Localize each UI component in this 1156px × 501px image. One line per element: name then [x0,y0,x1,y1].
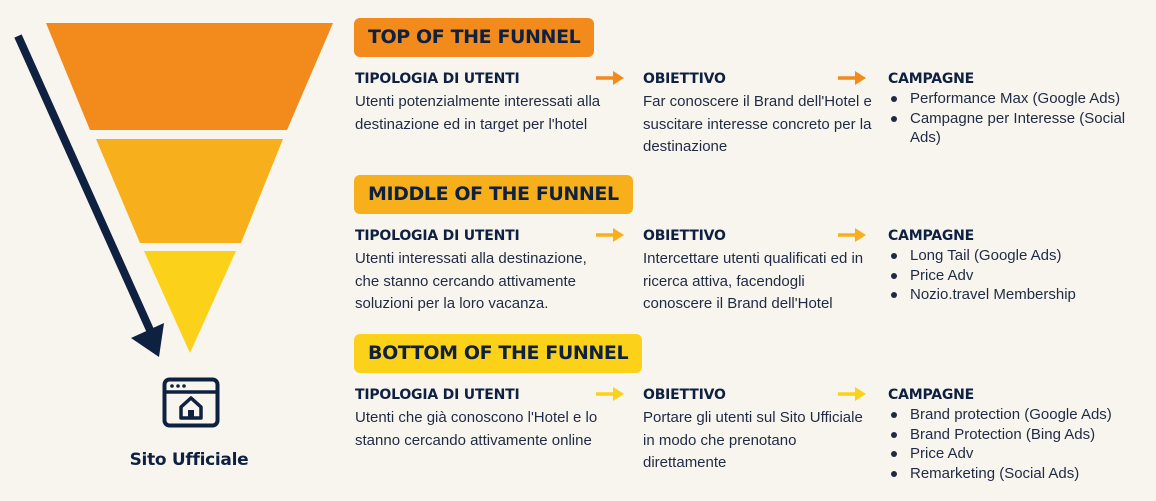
right-arrow-icon [596,228,624,242]
stage-title: BOTTOM OF THE FUNNEL [354,334,643,373]
campaign-item: Campagne per Interesse (Social Ads) [888,109,1153,148]
campaigns-heading: CAMPAGNE [888,228,975,244]
objective-heading: OBIETTIVO [643,228,726,244]
users-heading: TIPOLOGIA DI UTENTI [355,228,520,244]
campaign-item: Brand protection (Google Ads) [888,405,1153,425]
website-home-icon [162,377,220,428]
campaigns-list: Performance Max (Google Ads) Campagne pe… [888,89,1153,148]
campaigns-column: CAMPAGNE Performance Max (Google Ads) Ca… [888,70,1153,148]
campaign-item: Nozio.travel Membership [888,285,1153,305]
stage-middle: MIDDLE OF THE FUNNEL TIPOLOGIA DI UTENTI… [354,175,1154,325]
users-column: TIPOLOGIA DI UTENTI Utenti che già conos… [355,386,605,452]
objective-column: OBIETTIVO Intercettare utenti qualificat… [643,227,875,316]
campaign-item: Brand Protection (Bing Ads) [888,425,1153,445]
stage-bottom: BOTTOM OF THE FUNNEL TIPOLOGIA DI UTENTI… [354,334,1154,484]
users-text: Utenti interessati alla destinazione, ch… [355,250,587,312]
objective-text: Far conoscere il Brand dell'Hotel e susc… [643,93,872,155]
campaigns-heading: CAMPAGNE [888,71,975,87]
campaign-item: Price Adv [888,266,1153,286]
users-heading: TIPOLOGIA DI UTENTI [355,71,520,87]
campaign-item: Remarketing (Social Ads) [888,464,1153,484]
funnel-middle-tier [96,139,283,243]
funnel-bottom-tier [144,251,236,353]
users-text: Utenti potenzialmente interessati alla d… [355,93,601,133]
objective-heading: OBIETTIVO [643,387,726,403]
campaigns-column: CAMPAGNE Long Tail (Google Ads) Price Ad… [888,227,1153,305]
campaigns-column: CAMPAGNE Brand protection (Google Ads) B… [888,386,1153,483]
right-arrow-icon [838,71,866,85]
objective-column: OBIETTIVO Portare gli utenti sul Sito Uf… [643,386,875,475]
right-arrow-icon [838,387,866,401]
right-arrow-icon [838,228,866,242]
funnel-top-tier [46,23,333,130]
objective-text: Intercettare utenti qualificati ed in ri… [643,250,864,312]
campaigns-heading: CAMPAGNE [888,387,975,403]
campaigns-list: Long Tail (Google Ads) Price Adv Nozio.t… [888,246,1153,305]
users-text: Utenti che già conoscono l'Hotel e lo st… [355,409,598,449]
objective-text: Portare gli utenti sul Sito Ufficiale in… [643,409,863,471]
down-arrow-icon [14,34,164,357]
site-label: Sito Ufficiale [129,450,249,470]
right-arrow-icon [596,71,624,85]
funnel-graphic [14,23,333,357]
users-column: TIPOLOGIA DI UTENTI Utenti potenzialment… [355,70,605,136]
right-arrow-icon [596,387,624,401]
users-column: TIPOLOGIA DI UTENTI Utenti interessati a… [355,227,605,316]
stage-top: TOP OF THE FUNNEL TIPOLOGIA DI UTENTI Ut… [354,18,1154,168]
objective-column: OBIETTIVO Far conoscere il Brand dell'Ho… [643,70,875,159]
campaign-item: Performance Max (Google Ads) [888,89,1153,109]
campaign-item: Long Tail (Google Ads) [888,246,1153,266]
stage-title: MIDDLE OF THE FUNNEL [354,175,633,214]
objective-heading: OBIETTIVO [643,71,726,87]
stage-title: TOP OF THE FUNNEL [354,18,595,57]
campaign-item: Price Adv [888,444,1153,464]
users-heading: TIPOLOGIA DI UTENTI [355,387,520,403]
campaigns-list: Brand protection (Google Ads) Brand Prot… [888,405,1153,483]
